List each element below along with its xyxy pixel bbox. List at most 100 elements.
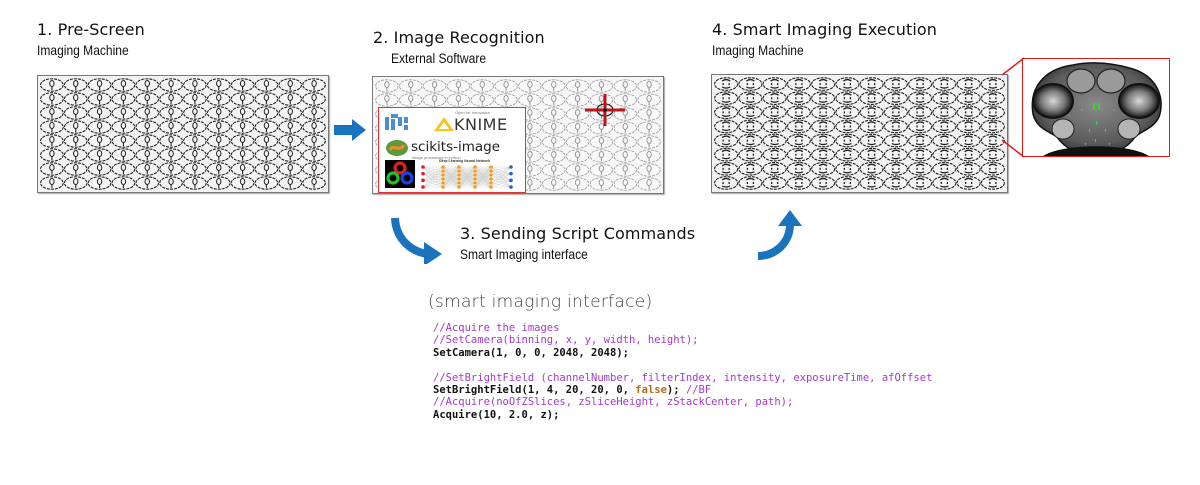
fluorescent-signal (1113, 77, 1114, 78)
well (63, 162, 88, 176)
well (637, 93, 661, 107)
well (932, 77, 957, 91)
zoom-connector-lines (1001, 57, 1025, 158)
well (565, 93, 590, 107)
nn-node (489, 169, 493, 173)
code-heading: (smart imaging interface) (428, 292, 653, 312)
well (302, 120, 326, 134)
well (135, 78, 160, 92)
well (87, 106, 112, 120)
well (302, 106, 326, 120)
curved-arrow-up-right-icon (757, 210, 802, 260)
nn-node (489, 177, 493, 181)
well (738, 147, 763, 162)
well (613, 121, 637, 135)
well (637, 177, 661, 191)
well (786, 91, 811, 105)
well (859, 91, 884, 105)
well (183, 106, 207, 120)
well (980, 147, 1005, 162)
well (835, 77, 860, 91)
well (278, 106, 303, 120)
code-comment: //SetBrightField (channelNumber, filterI… (433, 371, 933, 384)
well (135, 92, 160, 106)
target-crosshair-icon (585, 94, 625, 126)
nn-node (421, 178, 425, 183)
well (786, 133, 811, 148)
well (932, 162, 957, 176)
well (714, 119, 739, 134)
well (883, 105, 908, 120)
neural-network-icon (421, 165, 513, 189)
well (254, 106, 279, 120)
well (183, 162, 207, 176)
well (859, 147, 884, 162)
step-2-title: 2. Image Recognition (373, 28, 545, 47)
well (932, 176, 957, 190)
well (908, 176, 933, 190)
well (859, 119, 884, 134)
scikit-image-logo-icon (386, 140, 408, 156)
well (206, 134, 231, 148)
well (63, 134, 88, 148)
well (859, 77, 884, 91)
fluorescent-signal (1093, 103, 1095, 110)
well (183, 148, 207, 162)
well (470, 93, 494, 107)
fluorescent-signal (1089, 129, 1090, 132)
script-code-block: //Acquire the images//SetCamera(binning,… (433, 322, 932, 421)
nn-node (509, 165, 513, 169)
well (565, 107, 590, 121)
well (835, 105, 860, 120)
well (589, 163, 614, 177)
well (980, 119, 1005, 134)
well (302, 162, 326, 176)
well (542, 107, 566, 121)
well (254, 78, 279, 92)
nn-node (421, 165, 425, 169)
well (637, 79, 661, 93)
well (111, 106, 136, 120)
well (859, 176, 884, 190)
well (565, 135, 590, 149)
well (302, 134, 326, 148)
well (542, 135, 566, 149)
arrow-right-icon (334, 119, 366, 141)
well (835, 91, 860, 105)
well (786, 105, 811, 120)
well (135, 148, 160, 162)
well (375, 79, 399, 93)
well (786, 176, 811, 190)
well (230, 120, 255, 134)
step-1-subtitle: Imaging Machine (37, 42, 129, 58)
well (835, 119, 860, 134)
well (111, 176, 136, 190)
well (811, 162, 836, 176)
well (40, 176, 64, 190)
well (40, 134, 64, 148)
well (40, 92, 64, 106)
well (206, 162, 231, 176)
well (980, 77, 1005, 91)
nn-node (421, 171, 425, 176)
well (302, 92, 326, 106)
well (422, 79, 447, 93)
well (494, 79, 518, 93)
well (637, 107, 661, 121)
well (230, 92, 255, 106)
nn-node (489, 165, 493, 169)
well (230, 106, 255, 120)
well (278, 92, 303, 106)
well (183, 78, 207, 92)
well-grid (40, 78, 326, 190)
well (589, 177, 614, 191)
nn-node (457, 173, 461, 177)
fluorescent-signal (1123, 115, 1124, 116)
well (230, 78, 255, 92)
curved-arrow-down-right-icon (391, 217, 442, 264)
well (762, 119, 787, 134)
nn-node (441, 177, 445, 181)
well (87, 176, 112, 190)
nn-node (457, 185, 461, 189)
nn-node (421, 185, 425, 189)
